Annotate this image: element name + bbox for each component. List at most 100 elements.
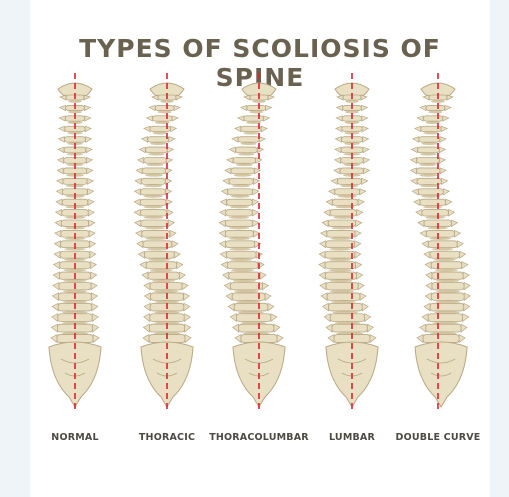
diagram-canvas: TYPES OF SCOLIOSIS OF SPINE NORMAL THORA…	[30, 0, 490, 470]
vertebra	[431, 262, 462, 269]
vertebra	[225, 220, 252, 227]
intervertebral-disc	[238, 153, 254, 156]
vertebra	[332, 324, 367, 332]
intervertebral-disc	[435, 269, 458, 272]
vertebra	[225, 230, 253, 237]
intervertebral-disc	[153, 132, 168, 135]
intervertebral-disc	[430, 237, 451, 240]
vertebra	[431, 293, 464, 300]
intervertebral-disc	[236, 163, 253, 166]
vertebra	[432, 283, 464, 290]
vertebra	[418, 189, 443, 195]
intervertebral-disc	[233, 279, 256, 282]
spine-normal	[49, 73, 101, 413]
intervertebral-disc	[419, 163, 436, 166]
intervertebral-disc	[332, 227, 353, 230]
intervertebral-disc	[145, 237, 166, 240]
left-margin	[0, 0, 30, 497]
vertebra	[148, 272, 179, 279]
vertebra	[146, 262, 177, 269]
intervertebral-disc	[329, 279, 352, 282]
intervertebral-disc	[331, 300, 356, 303]
vertebra	[430, 251, 460, 258]
vertebra	[153, 116, 173, 121]
vertebra	[332, 199, 358, 205]
intervertebral-disc	[436, 279, 459, 282]
vertebra	[417, 147, 439, 153]
intervertebral-disc	[147, 163, 164, 166]
vertebra	[325, 262, 356, 269]
intervertebral-disc	[420, 153, 436, 156]
intervertebral-disc	[232, 184, 250, 187]
intervertebral-disc	[155, 300, 180, 303]
intervertebral-disc	[252, 100, 266, 103]
vertebra	[144, 251, 174, 258]
intervertebral-disc	[435, 300, 460, 303]
vertebra	[236, 314, 270, 322]
vertebra	[430, 303, 464, 311]
intervertebral-disc	[154, 290, 178, 293]
vertebra	[238, 137, 259, 143]
vertebra	[335, 189, 360, 195]
intervertebral-disc	[330, 237, 351, 240]
intervertebral-disc	[148, 153, 164, 156]
intervertebral-disc	[144, 195, 163, 198]
vertebra	[244, 116, 264, 121]
vertebra	[432, 272, 463, 279]
intervertebral-disc	[333, 216, 353, 219]
vertebra	[142, 168, 165, 174]
vertebra	[423, 335, 459, 343]
vertebra	[426, 105, 445, 110]
vertebra	[417, 158, 440, 164]
intervertebral-disc	[329, 269, 352, 272]
vertebra	[227, 199, 253, 205]
intervertebral-disc	[160, 100, 174, 103]
vertebra	[426, 230, 454, 237]
intervertebral-disc	[229, 216, 249, 219]
spine-thoracolumbar	[219, 73, 285, 413]
intervertebral-disc	[340, 184, 358, 187]
vertebra	[230, 283, 262, 290]
vertebra	[325, 251, 355, 258]
intervertebral-disc	[436, 290, 460, 293]
vertebra	[422, 210, 449, 216]
intervertebral-disc	[150, 142, 166, 145]
intervertebral-disc	[229, 248, 251, 251]
intervertebral-disc	[229, 237, 250, 240]
vertebra	[327, 293, 360, 300]
vertebra	[140, 199, 166, 205]
intervertebral-disc	[231, 269, 254, 272]
vertebra	[140, 210, 167, 216]
vertebra	[428, 241, 457, 248]
intervertebral-disc	[64, 269, 87, 272]
vertebra	[420, 199, 446, 205]
spine-lumbar	[319, 73, 378, 413]
vertebra	[233, 158, 256, 164]
intervertebral-disc	[147, 248, 169, 251]
vertebra	[234, 303, 268, 311]
intervertebral-disc	[329, 258, 351, 261]
intervertebral-disc	[236, 300, 261, 303]
vertebra	[231, 168, 254, 174]
vertebra	[226, 241, 255, 248]
spine-double-curve	[411, 73, 471, 413]
vertebra	[235, 147, 257, 153]
vertebra	[428, 314, 462, 322]
vertebra	[141, 178, 165, 184]
intervertebral-disc	[425, 216, 445, 219]
vertebra	[145, 147, 167, 153]
vertebra	[417, 168, 440, 174]
vertebra	[326, 241, 355, 248]
vertebra	[232, 293, 265, 300]
intervertebral-disc	[345, 100, 359, 103]
spine-label-double-curve: DOUBLE CURVE	[378, 432, 498, 443]
intervertebral-disc	[234, 290, 258, 293]
vertebra	[227, 262, 258, 269]
vertebra	[426, 324, 461, 332]
intervertebral-disc	[329, 248, 351, 251]
vertebra	[241, 126, 261, 131]
intervertebral-disc	[419, 174, 437, 177]
intervertebral-disc	[234, 174, 252, 177]
intervertebral-disc	[63, 279, 86, 282]
